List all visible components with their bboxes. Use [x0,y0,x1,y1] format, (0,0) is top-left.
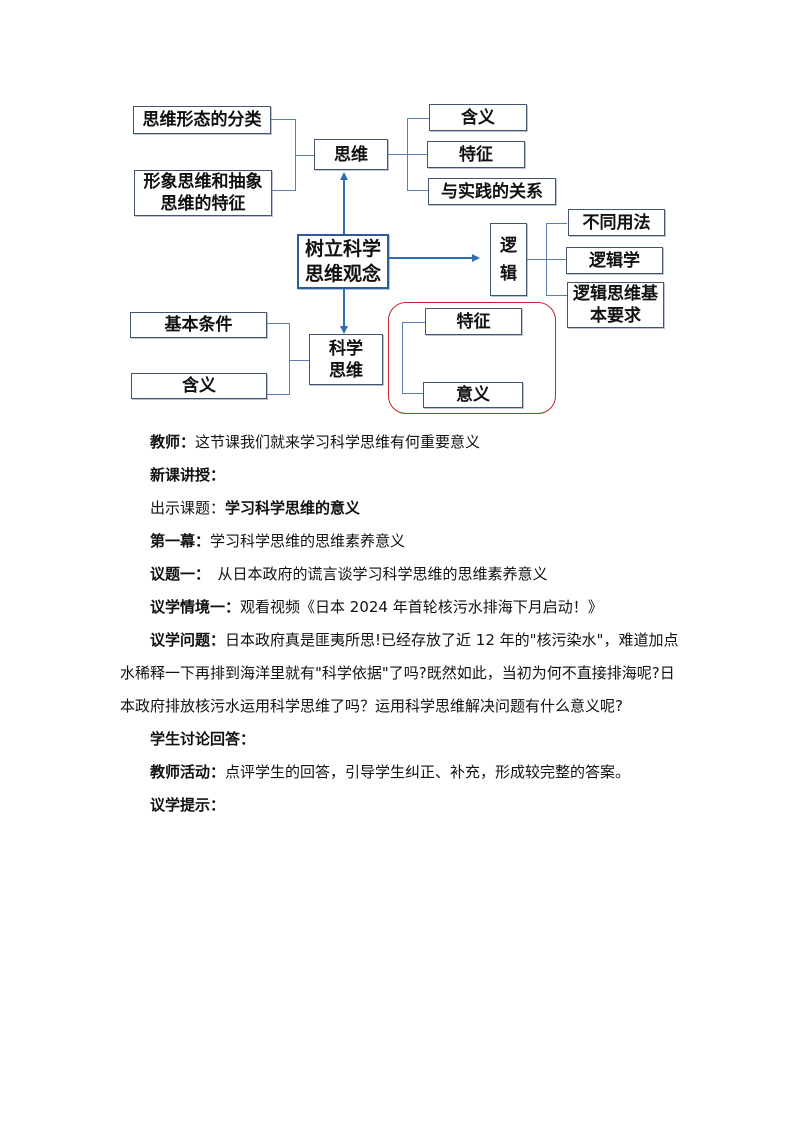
box-center-topic: 树立科学 思维观念 [297,234,389,289]
arrow-down-icon [340,326,348,334]
new-lesson-line: 新课讲授： [150,466,226,484]
connector [388,154,408,155]
box-science-meaning: 含义 [131,373,267,399]
connector [272,190,295,191]
box-science-conditions: 基本条件 [130,312,267,338]
box-logic-usages: 不同用法 [568,209,665,236]
issue-line: 议题一： 从日本政府的谎言谈学习科学思维的思维素养意义 [150,565,548,583]
connector [289,323,290,395]
connector [407,154,427,155]
box-science-features: 特征 [425,308,522,335]
arrow-to-science [343,289,345,327]
mind-map-diagram: 思维形态的分类 形象思维和抽象 思维的特征 思维 含义 特征 与实践的关系 [0,0,794,420]
arrow-to-thinking [343,180,345,234]
box-image-abstract-thinking: 形象思维和抽象 思维的特征 [134,170,272,216]
box-logic: 逻 辑 [490,223,527,296]
hint-line: 议学提示： [150,796,226,814]
box-science-thinking: 科学 思维 [309,334,383,385]
topic-line: 出示课题：学习科学思维的意义 [150,499,361,517]
connector [267,394,289,395]
connector [271,119,295,120]
connector [527,259,547,260]
box-thinking-features: 特征 [427,141,525,168]
arrow-right-icon [472,254,480,262]
connector [402,393,424,394]
teacher-line: 教师：这节课我们就来学习科学思维有何重要意义 [150,433,481,451]
question-paragraph: 议学问题：日本政府真是匪夷所思!已经存放了近 12 年的"核污染水"，难道加点水… [120,631,679,715]
connector [407,190,428,191]
arrow-up-icon [340,172,348,180]
connector [407,118,429,119]
connector [546,295,567,296]
activity-line: 教师活动：点评学生的回答，引导学生纠正、补充，形成较完整的答案。 [150,763,631,781]
connector [295,155,314,156]
act-line: 第一幕：学习科学思维的思维素养意义 [150,532,406,550]
box-thinking-practice: 与实践的关系 [428,178,556,205]
connector [267,323,289,324]
situation-line: 议学情境一：观看视频《日本 2024 年首轮核污水排海下月启动！》 [150,598,603,616]
box-thinking-forms: 思维形态的分类 [133,106,271,134]
connector [546,259,566,260]
highlight-frame [388,302,556,414]
connector [546,223,567,224]
connector [289,360,309,361]
box-thinking-meaning: 含义 [429,104,527,131]
connector [402,322,425,323]
lesson-text: 教师：这节课我们就来学习科学思维有何重要意义 新课讲授： 出示课题：学习科学思维… [120,426,680,822]
box-science-significance: 意义 [423,382,523,408]
discussion-line: 学生讨论回答： [150,730,256,748]
arrow-to-logic [389,257,473,259]
box-thinking: 思维 [314,139,388,170]
box-logic-science: 逻辑学 [566,247,663,274]
box-logic-requirements: 逻辑思维基 本要求 [567,282,664,328]
connector [402,322,403,394]
